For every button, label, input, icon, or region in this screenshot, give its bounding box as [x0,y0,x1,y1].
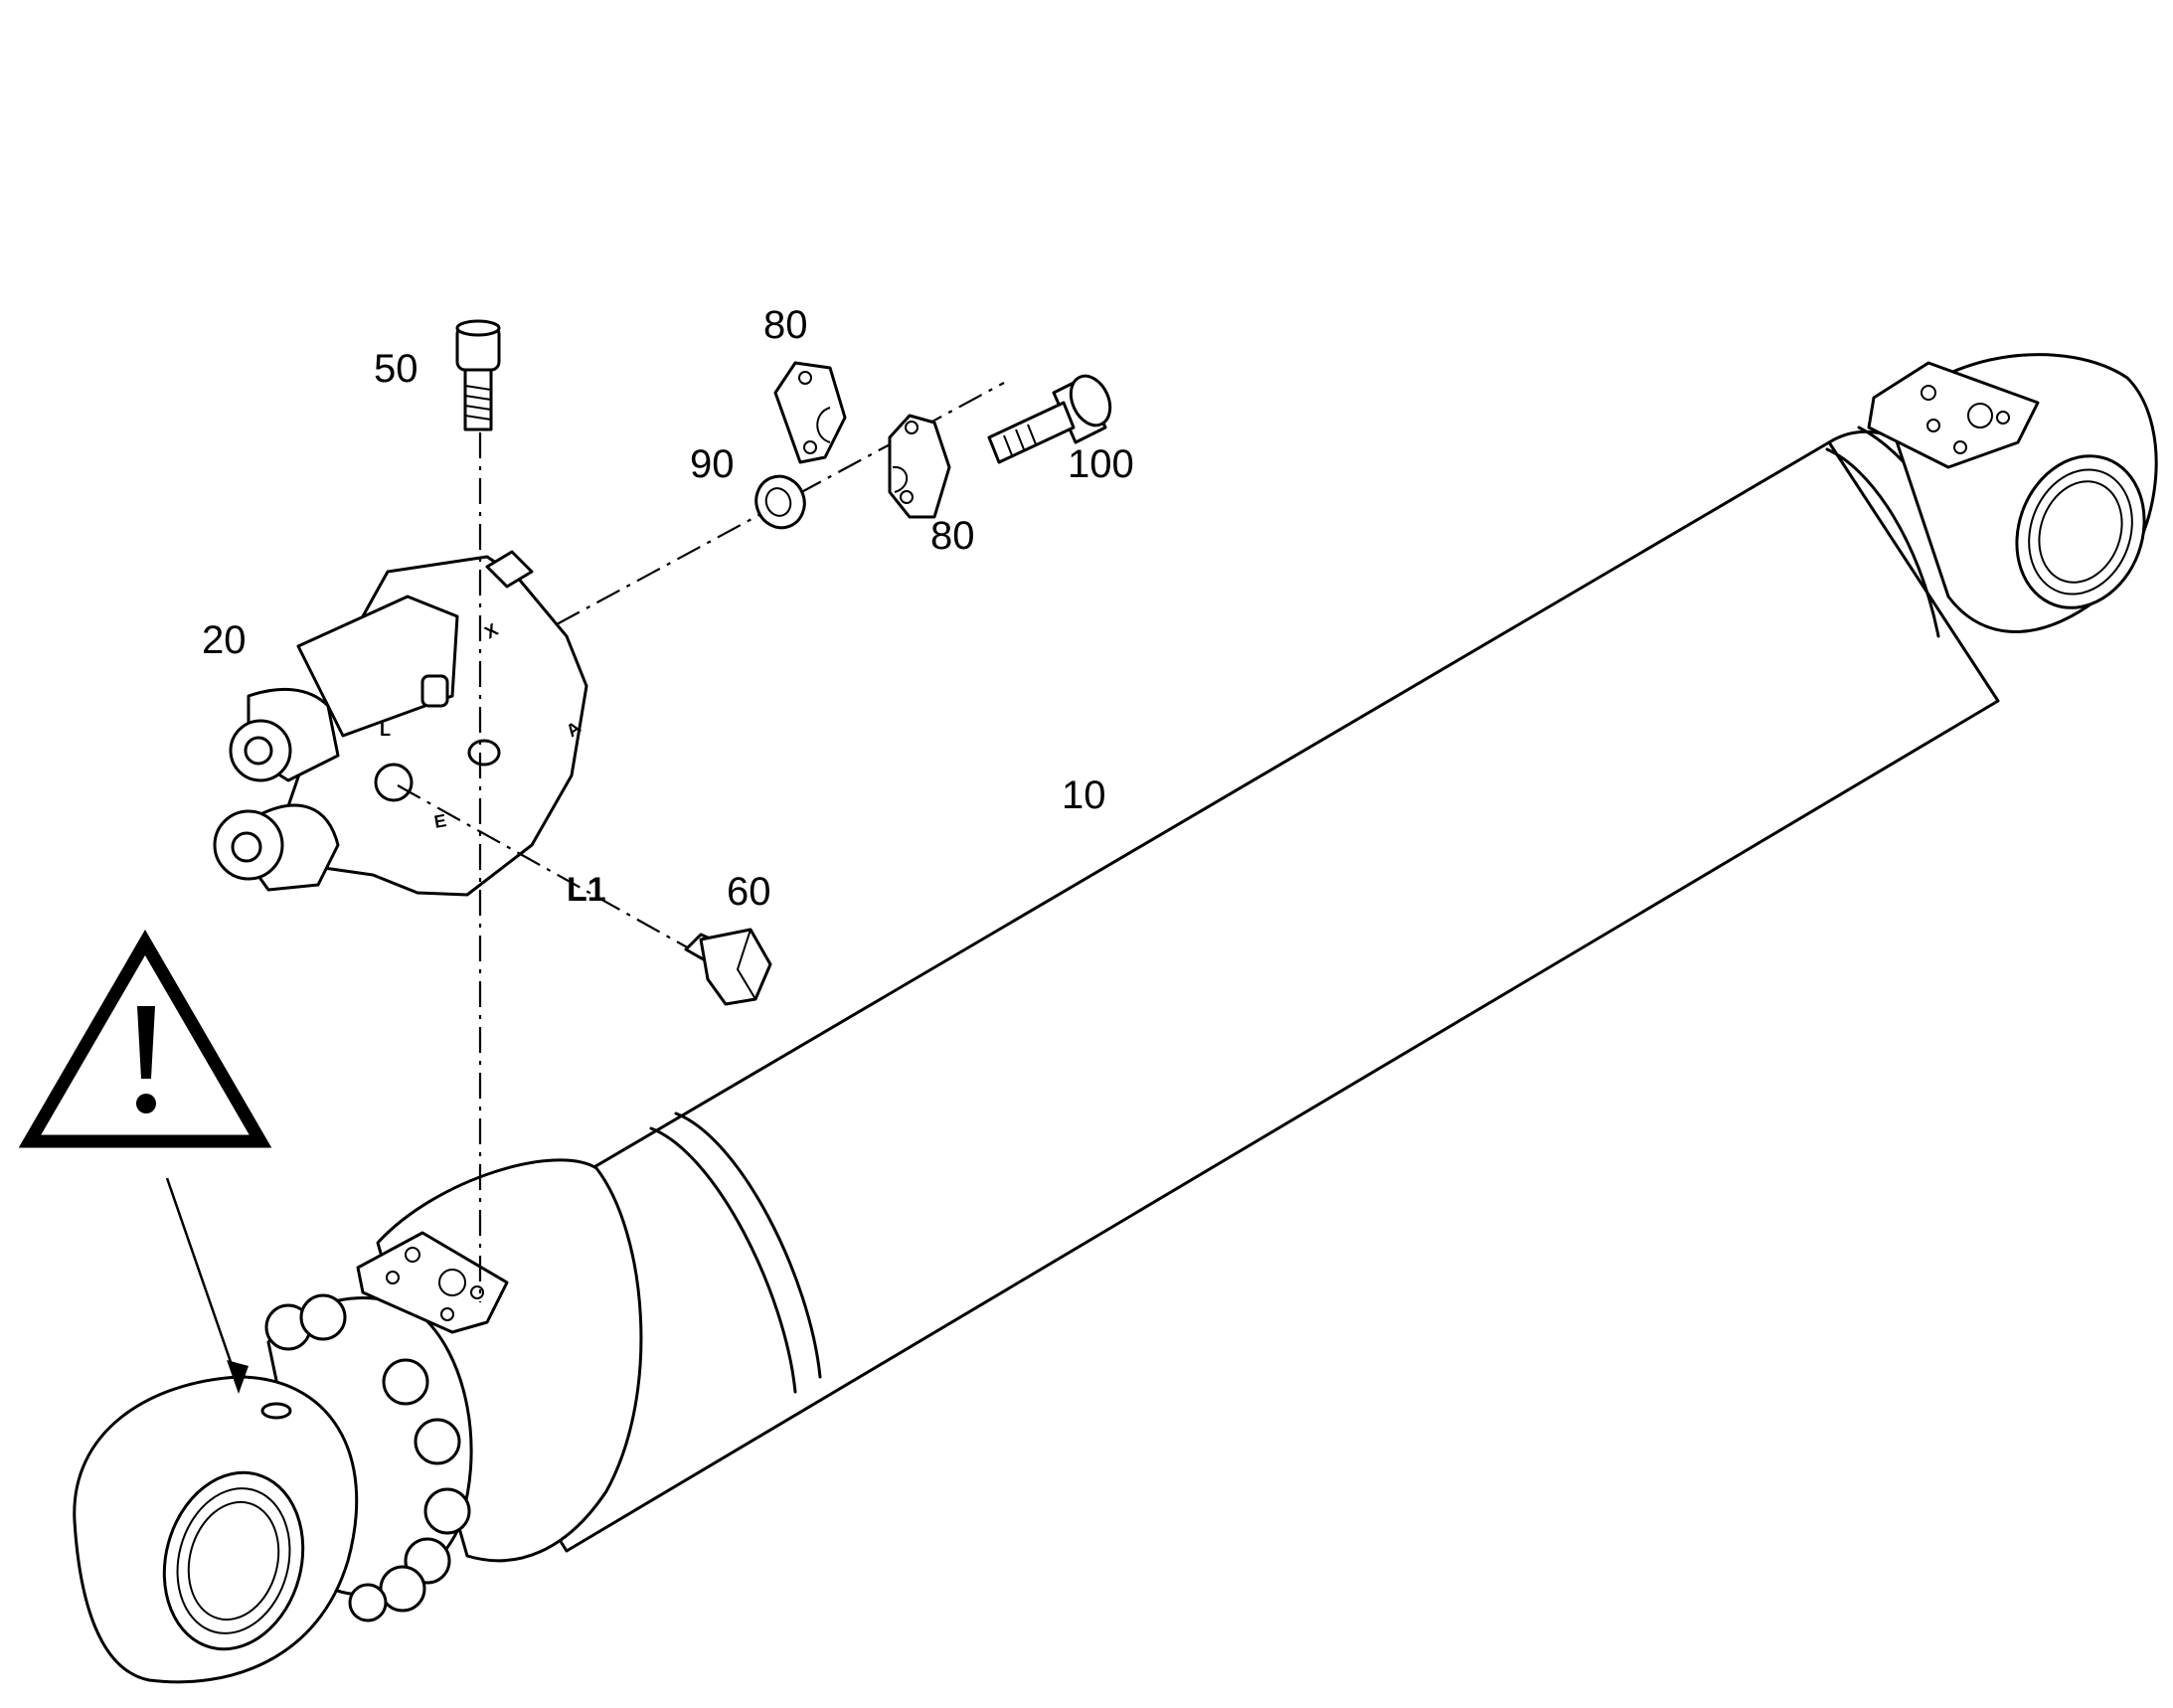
hydraulic-cylinder-body [73,353,2158,1684]
callout-80-bottom: 80 [930,514,975,558]
o-ring-90 [754,474,806,530]
rear-clevis-eye [1867,353,2158,633]
valve-block [213,550,588,897]
callout-60: 60 [727,870,771,914]
callout-10: 10 [1062,773,1106,817]
front-rod-eye [73,1375,359,1684]
valve-mounting-pad [356,1231,509,1334]
assembly-line-l1 [397,784,692,950]
callout-l1: L1 [567,871,606,909]
fitting-60 [684,928,772,1006]
callout-80-top: 80 [763,303,808,347]
port-marking-l: L [380,720,391,740]
port-marking-e: E [432,810,447,832]
warning-triangle-icon [18,930,272,1394]
callout-20: 20 [202,618,247,662]
split-flange-80-top [773,361,847,464]
callout-100: 100 [1068,442,1134,486]
split-flange-80-bottom [888,414,951,519]
cap-screw-100 [987,374,1112,464]
socket-bolt-50 [455,319,501,431]
callout-90: 90 [690,442,735,486]
callout-50: 50 [374,347,418,391]
